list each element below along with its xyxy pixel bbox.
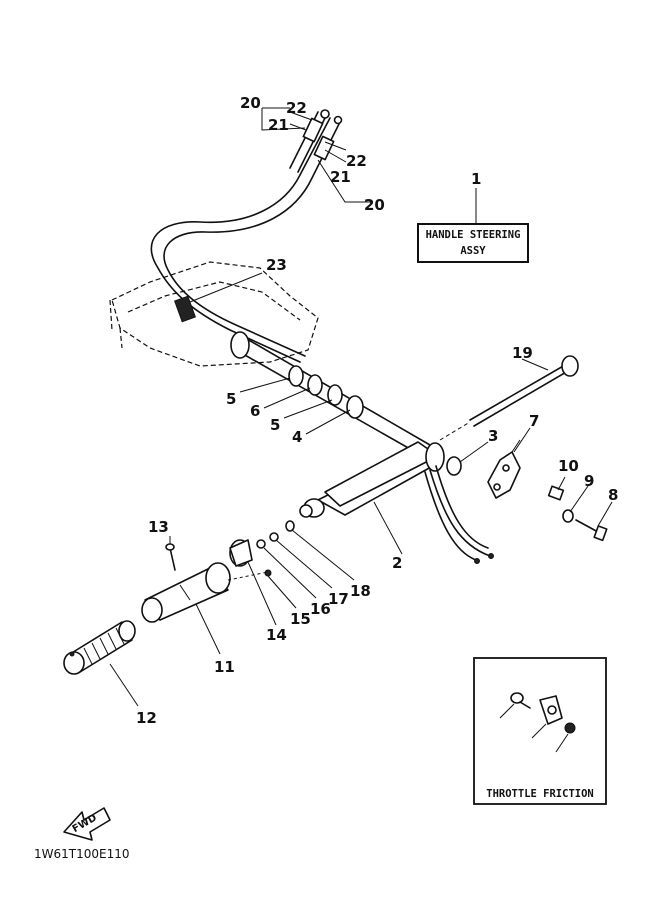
label-16: 16: [310, 600, 331, 618]
label-2: 2: [392, 554, 402, 572]
label-3: 3: [488, 427, 498, 445]
assy-label-box: HANDLE STEERING ASSY: [417, 223, 529, 263]
steering-handle: [299, 441, 494, 564]
label-15: 15: [290, 610, 311, 628]
bracket-washers: [230, 331, 431, 459]
label-5-lower: 5: [270, 416, 280, 434]
label-12: 12: [136, 709, 157, 727]
label-1: 1: [471, 170, 481, 188]
washer-3: [446, 456, 462, 476]
inset-title: THROTTLE FRICTION: [486, 788, 593, 800]
label-14: 14: [266, 626, 287, 644]
label-20-lower: 20: [364, 196, 385, 214]
label-6: 6: [250, 402, 260, 420]
handle-grip: [63, 620, 136, 675]
label-13: 13: [148, 518, 169, 536]
fwd-arrow-icon: FWD: [63, 807, 111, 841]
friction-plate: [487, 439, 521, 499]
label-9: 9: [584, 472, 594, 490]
throttle-friction-inset: THROTTLE FRICTION: [473, 657, 607, 805]
cable-end-fittings: [302, 109, 343, 161]
assy-label-line1: HANDLE STEERING: [426, 229, 521, 241]
label-22-lower: 22: [346, 152, 367, 170]
label-17: 17: [328, 590, 349, 608]
throttle-cables: [150, 111, 341, 363]
label-23: 23: [266, 256, 287, 274]
label-4: 4: [292, 428, 302, 446]
label-20-upper: 20: [240, 94, 261, 112]
label-22-upper: 22: [286, 99, 307, 117]
assy-label-line2: ASSY: [460, 245, 486, 257]
throttle-shaft: [141, 562, 231, 623]
label-18: 18: [350, 582, 371, 600]
label-5-upper: 5: [226, 390, 236, 408]
label-19: 19: [512, 344, 533, 362]
label-7: 7: [529, 412, 539, 430]
long-bolt: [439, 355, 579, 441]
label-11: 11: [214, 658, 235, 676]
friction-screws: [547, 485, 608, 542]
label-21-upper: 21: [268, 116, 289, 134]
engine-cover-outline: [109, 261, 319, 367]
leader-lines: [109, 107, 613, 707]
label-21-lower: 21: [330, 168, 351, 186]
small-parts: [165, 520, 295, 581]
drawing-code: 1W61T100E110: [34, 847, 130, 861]
label-8: 8: [608, 486, 618, 504]
label-10: 10: [558, 457, 579, 475]
cam-cap: [229, 539, 253, 567]
